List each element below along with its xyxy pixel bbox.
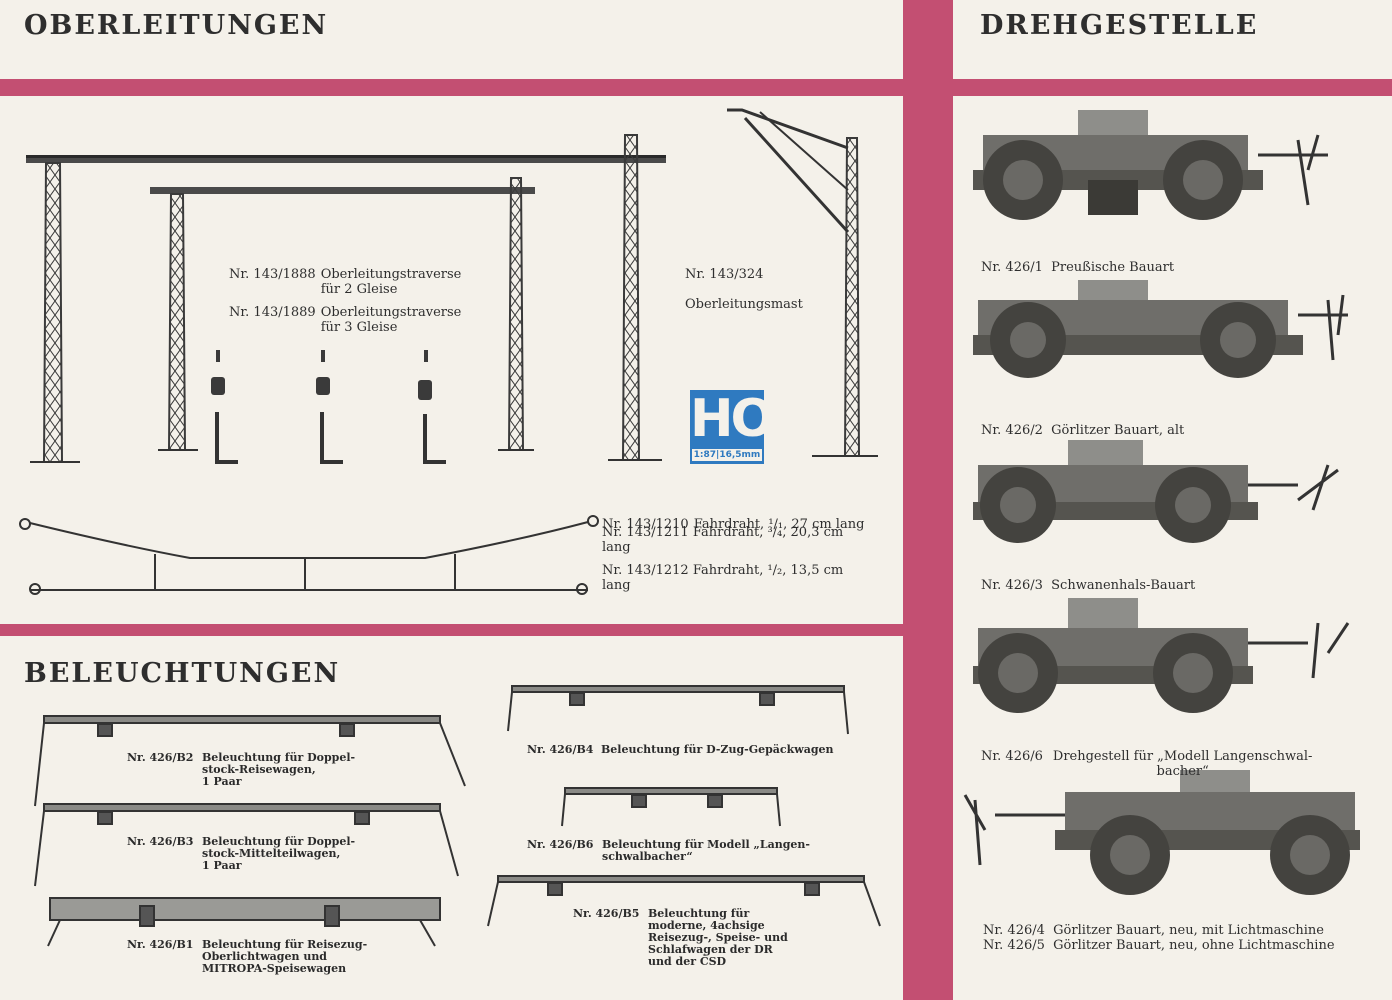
bogie-426-1 — [973, 110, 1328, 220]
caption-426-5: Nr. 426/5 Görlitzer Bauart, neu, ohne Li… — [983, 938, 1335, 953]
catenary-illustration — [19, 108, 878, 595]
ho-logo-scale: 1:87|16,5mm — [692, 449, 762, 461]
heading-beleuchtungen: BELEUCHTUNGEN — [24, 658, 341, 689]
ho-logo: HO 1:87|16,5mm — [690, 389, 775, 464]
caption-426-4: Nr. 426/4 Görlitzer Bauart, neu, mit Lic… — [983, 923, 1324, 938]
caption-426-b3: Nr. 426/B3 Beleuchtung für Doppel- stock… — [127, 835, 356, 872]
mast-single — [727, 108, 878, 457]
caption-fahrdraht-1211: Nr. 143/1211 Fahrdraht, ³/₄, 20,3 cm lan… — [602, 525, 844, 555]
caption-426-1: Nr. 426/1 Preußische Bauart — [981, 260, 1175, 275]
strip-b4 — [507, 685, 849, 735]
strip-b5 — [487, 875, 881, 927]
caption-426-b4: Nr. 426/B4 Beleuchtung für D-Zug-Gepäckw… — [527, 743, 834, 756]
mast-2 — [158, 193, 198, 451]
caption-426-2: Nr. 426/2 Görlitzer Bauart, alt — [981, 423, 1185, 438]
isolator-2 — [316, 350, 343, 464]
caption-mast-324: Nr. 143/324 Oberleitungsmast — [685, 267, 803, 312]
middle-band — [0, 624, 903, 636]
ho-logo-big: HO — [690, 389, 775, 449]
caption-426-b6: Nr. 426/B6 Beleuchtung für Modell „Lange… — [527, 838, 810, 863]
caption-426-b5: Nr. 426/B5 Beleuchtung für moderne, 4ach… — [573, 907, 788, 968]
mast-1 — [30, 162, 80, 463]
isolator-3 — [418, 350, 446, 464]
bogie-426-6 — [973, 598, 1350, 713]
mast-4 — [608, 134, 662, 461]
top-band-right — [953, 79, 1392, 96]
caption-426-b1: Nr. 426/B1 Beleuchtung für Reisezug- Obe… — [127, 938, 368, 975]
contact-wire — [19, 515, 599, 595]
caption-fahrdraht-1212: Nr. 143/1212 Fahrdraht, ¹/₂, 13,5 cm lan… — [602, 563, 844, 593]
top-band-left — [0, 79, 903, 96]
traverse-beam-long — [26, 155, 666, 163]
lighting-illustrations — [34, 685, 881, 947]
mast-3 — [498, 177, 534, 451]
bogie-426-3 — [973, 440, 1339, 543]
traverse-beam-short — [150, 187, 535, 194]
caption-426-3: Nr. 426/3 Schwanenhals-Bauart — [981, 578, 1196, 593]
strip-b3 — [34, 803, 459, 887]
heading-drehgestelle: DREHGESTELLE — [980, 10, 1259, 41]
vertical-band — [903, 0, 953, 1000]
strip-b2 — [34, 715, 466, 807]
bogie-426-4 — [963, 770, 1360, 895]
bogie-426-2 — [973, 280, 1348, 378]
caption-426-b2: Nr. 426/B2 Beleuchtung für Doppel- stock… — [127, 751, 356, 788]
heading-oberleitungen: OBERLEITUNGEN — [24, 10, 329, 41]
strip-b6 — [561, 787, 781, 827]
isolator-1 — [211, 350, 238, 464]
strip-b1 — [47, 897, 441, 947]
